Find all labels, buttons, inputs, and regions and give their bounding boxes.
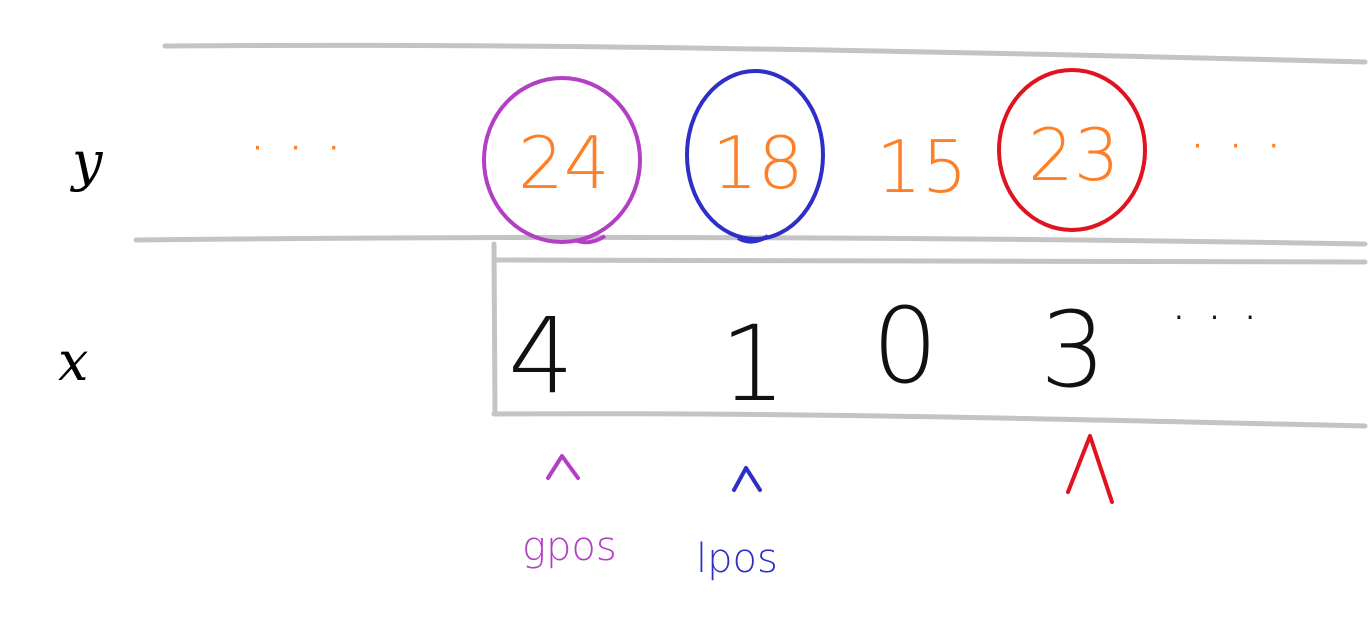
y-value-1: 18 [712, 121, 804, 205]
x-row-label: x [58, 330, 88, 393]
x-value-3: 3 [1040, 289, 1106, 411]
y-row-bottom-border [133, 234, 1368, 247]
y-row-top-border [162, 42, 1368, 65]
y-value-0: 24 [518, 121, 610, 205]
gpos-label: gpos [522, 524, 617, 570]
gpos-caret [546, 454, 580, 480]
lpos-label: lpos [696, 536, 778, 582]
x-row-left-border [491, 241, 498, 417]
lpos-circle [685, 69, 825, 241]
x-value-2: 0 [872, 285, 938, 407]
y-lead-ellipsis: · · · [248, 113, 343, 183]
y-value-3: 23 [1028, 113, 1120, 197]
x-trail-ellipsis: · · · [1170, 285, 1259, 350]
y-row-label: y [70, 130, 104, 193]
lpos-caret [732, 466, 762, 492]
array-borders [133, 42, 1368, 429]
y-trail-ellipsis: · · · [1188, 111, 1283, 181]
x-row-top-border [491, 256, 1368, 265]
gpos-circle [482, 76, 642, 244]
x-row-bottom-border [491, 411, 1368, 429]
gpos-circle-tail [574, 234, 607, 245]
red-caret [1066, 434, 1114, 504]
x-value-1: 1 [720, 303, 786, 425]
x-value-0: 4 [508, 295, 574, 417]
y-value-2: 15 [876, 125, 968, 209]
lpos-circle-tail [737, 234, 770, 244]
red-circle [997, 68, 1147, 232]
